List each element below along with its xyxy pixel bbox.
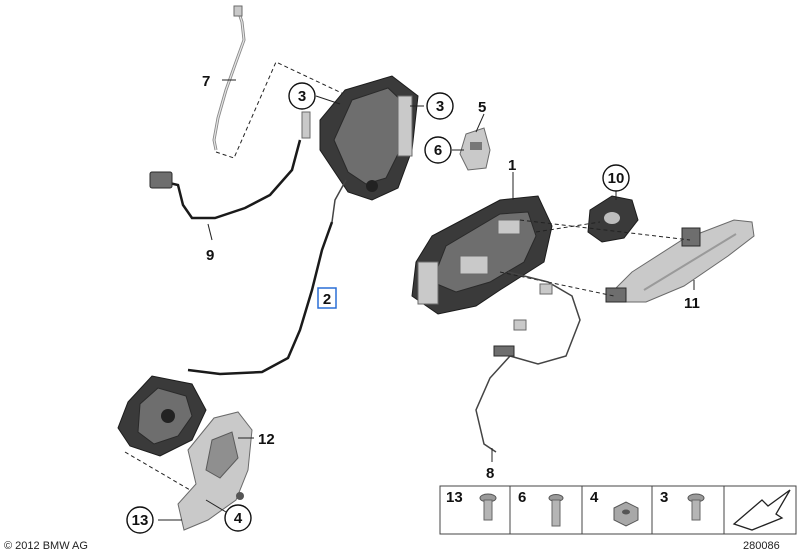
callout-4: 4 <box>224 504 252 532</box>
part-8-cable <box>475 271 581 453</box>
legend-label-4: 4 <box>590 489 599 506</box>
copyright-text: © 2012 BMW AG <box>4 540 88 552</box>
callout-3-left: 3 <box>288 82 316 110</box>
part-5-clip <box>459 127 491 171</box>
diagram-id: 280086 <box>743 540 780 552</box>
callout-13: 13 <box>126 506 154 534</box>
callout-5: 5 <box>478 99 486 116</box>
part-lock-assembly <box>319 75 419 223</box>
part-11-handle <box>605 219 755 303</box>
legend-label-3: 3 <box>660 489 668 506</box>
svg-text:6: 6 <box>434 142 442 159</box>
svg-text:2: 2 <box>323 291 331 308</box>
screw-3-icon <box>687 493 705 521</box>
dashed-link-carrier <box>499 271 615 297</box>
part-7-rod <box>212 5 246 151</box>
legend-label-13: 13 <box>446 489 463 506</box>
callout-2: 2 <box>317 287 337 309</box>
direction-arrow-icon <box>732 489 791 531</box>
part-10-cap <box>587 195 639 243</box>
legend-label-6: 6 <box>518 489 526 506</box>
part-9-cable <box>149 111 311 220</box>
callout-10: 10 <box>602 164 630 192</box>
callout-1: 1 <box>508 157 516 174</box>
part-12-bracket <box>177 411 253 531</box>
leader-lines <box>158 79 695 521</box>
dashed-link-handle <box>519 219 691 241</box>
part-actuator <box>117 375 207 457</box>
callout-12: 12 <box>258 431 275 448</box>
callout-11: 11 <box>684 295 700 312</box>
svg-text:3: 3 <box>436 98 444 115</box>
part-1-carrier <box>411 195 553 315</box>
dashed-link-7 <box>215 61 349 159</box>
callout-7: 7 <box>202 73 210 90</box>
screw-13-icon <box>479 493 497 521</box>
dashed-link-cap <box>535 221 601 233</box>
callout-8: 8 <box>486 465 494 482</box>
svg-text:10: 10 <box>608 170 625 187</box>
svg-text:13: 13 <box>132 512 149 529</box>
nut-4-icon <box>613 501 639 527</box>
svg-text:3: 3 <box>298 88 306 105</box>
callout-6: 6 <box>424 136 452 164</box>
part-2-cable <box>187 221 334 376</box>
svg-text:4: 4 <box>234 510 243 527</box>
callout-3-right: 3 <box>426 92 454 120</box>
screw-6-icon <box>548 494 564 527</box>
callout-9: 9 <box>206 247 214 264</box>
fastener-legend: 13 6 4 3 <box>439 485 797 535</box>
dashed-link-13 <box>124 451 191 491</box>
